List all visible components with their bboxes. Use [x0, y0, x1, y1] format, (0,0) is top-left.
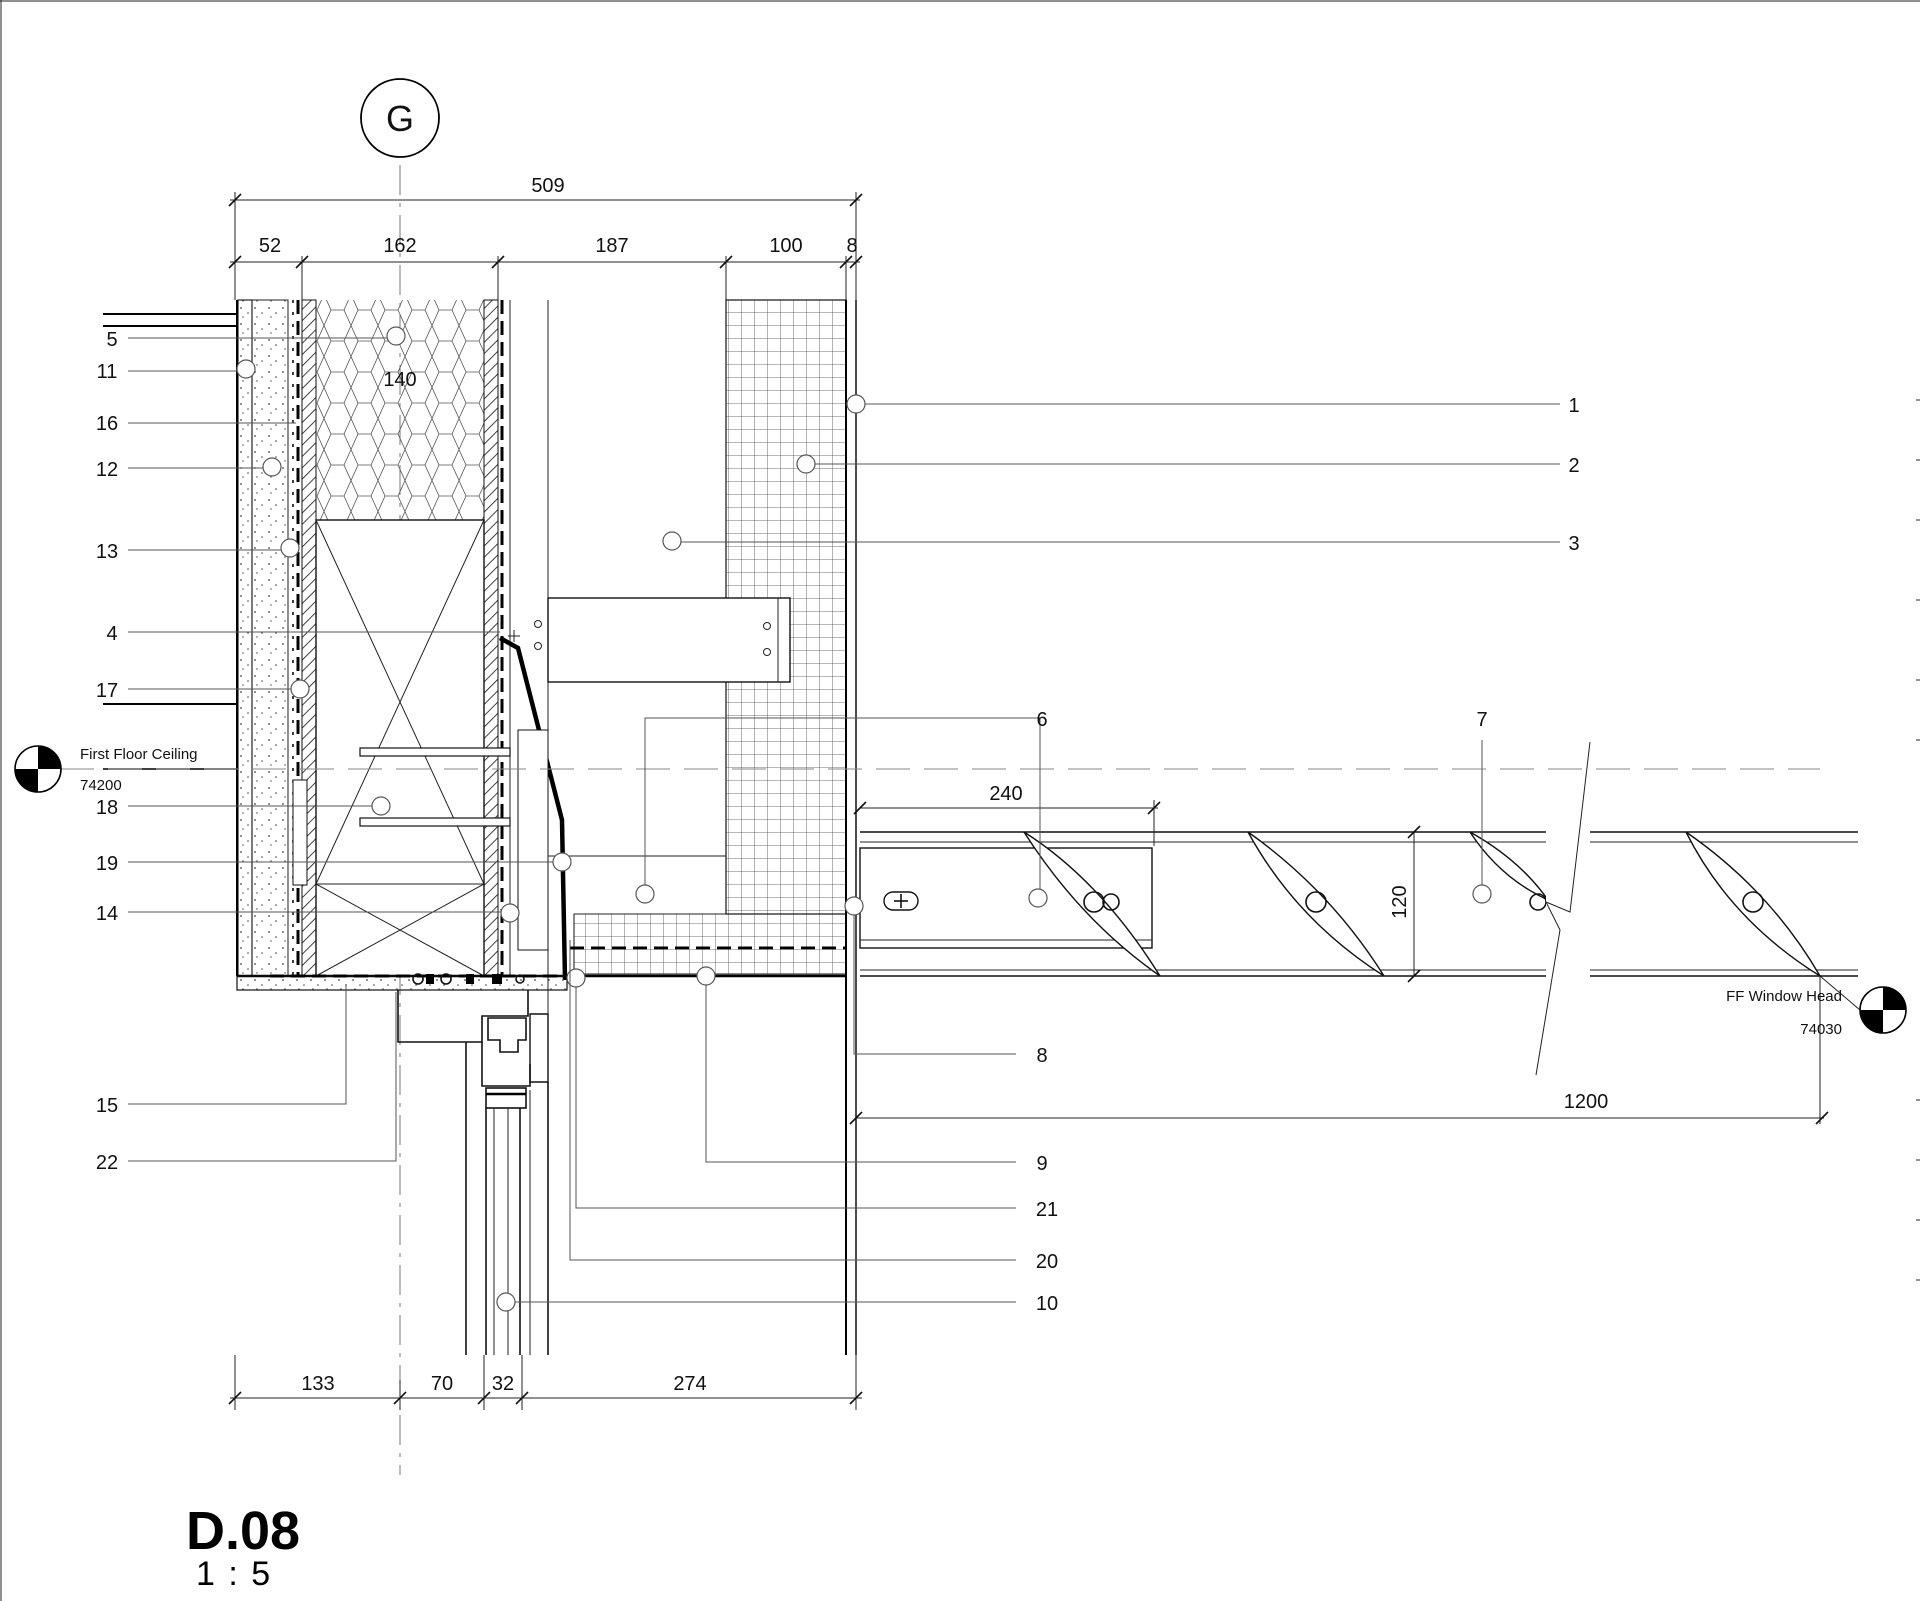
louvre-assembly: 240 120 1200	[849, 741, 1858, 1125]
osb-board-outer	[483, 299, 499, 977]
tag-9: 9	[1036, 1153, 1047, 1175]
detail-scale: 1 : 5	[196, 1555, 273, 1593]
dim-top-4: 100	[769, 235, 802, 257]
dim-bottom-4: 274	[673, 1373, 706, 1395]
tag-7: 7	[1476, 709, 1487, 731]
tag-21: 21	[1036, 1199, 1058, 1221]
tag-1: 1	[1568, 395, 1579, 417]
floor-slab	[103, 313, 237, 770]
tag-22: 22	[96, 1152, 118, 1174]
tag-11: 11	[97, 361, 118, 383]
dim-bottom-2: 70	[431, 1373, 453, 1395]
dim-insulation: 140	[383, 369, 416, 391]
level-marker-ceiling: First Floor Ceiling 74200	[14, 745, 198, 794]
dimension-bottom-string: 133 70 32 274	[228, 1355, 863, 1410]
tag-20: 20	[1036, 1251, 1058, 1273]
tag-4: 4	[106, 623, 117, 645]
tag-2: 2	[1568, 455, 1579, 477]
tag-17: 17	[96, 680, 118, 702]
callouts-right: 1 2 3 6 7 8 9 21 20 10	[496, 394, 1580, 1315]
dimension-overall-value: 509	[531, 175, 564, 197]
callouts-left: 5 11 16 12 13 4 17 18 19 14 15 22	[96, 326, 572, 1174]
level-ceiling-name: First Floor Ceiling	[80, 746, 198, 763]
level-window-name: FF Window Head	[1726, 988, 1842, 1005]
dim-top-2: 162	[383, 235, 416, 257]
tag-6: 6	[1036, 709, 1047, 731]
tag-19: 19	[96, 853, 118, 875]
level-ceiling-value: 74200	[80, 777, 122, 794]
dim-louvre-length: 1200	[1564, 1091, 1609, 1113]
dimension-overall: 509	[228, 175, 863, 300]
tag-5: 5	[106, 329, 117, 351]
plasterboard-lining	[237, 299, 253, 977]
tag-13: 13	[96, 541, 118, 563]
dim-louvre-return: 240	[989, 783, 1022, 805]
detail-reference: D.08	[186, 1501, 301, 1561]
tag-8: 8	[1036, 1045, 1047, 1067]
dim-top-1: 52	[259, 235, 281, 257]
wall-section	[236, 299, 857, 1355]
dim-bottom-3: 32	[492, 1373, 514, 1395]
tag-15: 15	[96, 1095, 118, 1117]
sheet-edge-marks	[1916, 399, 1920, 1281]
grid-label: G	[386, 98, 414, 139]
tag-3: 3	[1568, 533, 1579, 555]
tag-12: 12	[96, 459, 118, 481]
tag-18: 18	[96, 797, 118, 819]
level-window-value: 74030	[1800, 1021, 1842, 1038]
support-bracket	[547, 597, 791, 683]
dim-top-5: 8	[846, 235, 857, 257]
tag-16: 16	[96, 413, 118, 435]
dimension-top-string: 52 162 187 100 8	[228, 235, 863, 300]
tag-14: 14	[96, 903, 118, 925]
dim-top-3: 187	[595, 235, 628, 257]
tag-10: 10	[1036, 1293, 1058, 1315]
window-frame	[397, 973, 549, 1355]
dim-bottom-1: 133	[301, 1373, 334, 1395]
dim-louvre-depth: 120	[1389, 885, 1411, 918]
level-marker-window: FF Window Head 74030	[1726, 975, 1907, 1038]
